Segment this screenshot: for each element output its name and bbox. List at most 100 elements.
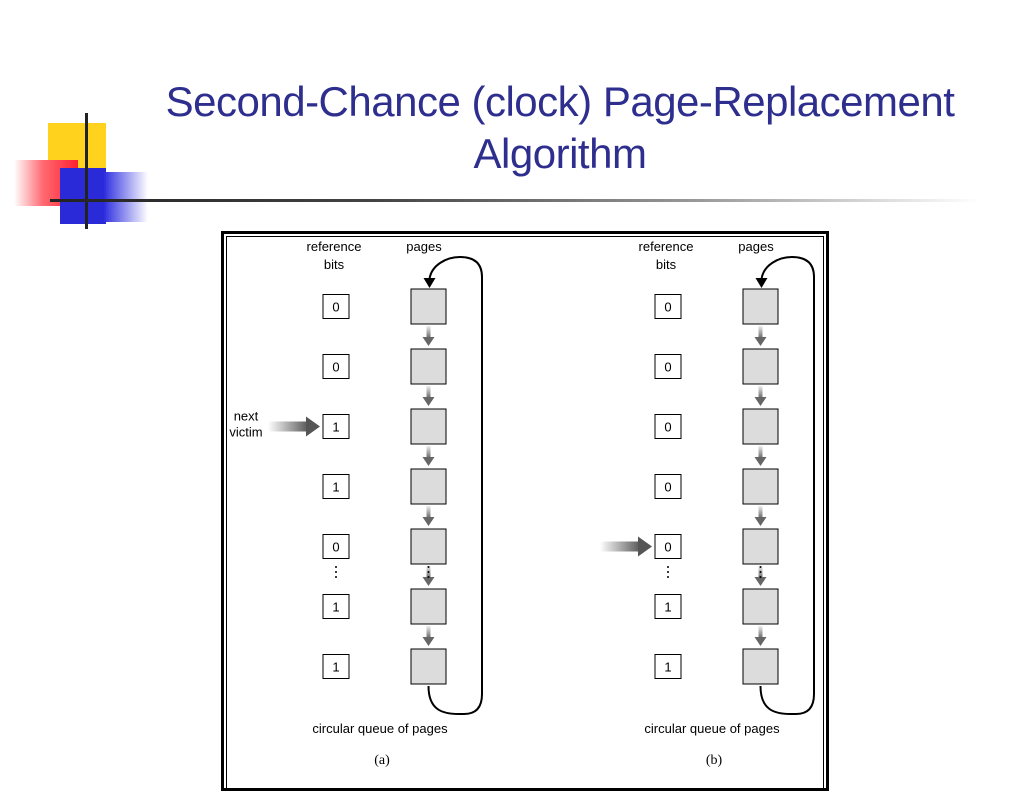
reference-bit-box <box>654 534 682 559</box>
slide-title: Second-Chance (clock) Page-Replacement A… <box>120 76 1000 180</box>
down-arrow-shaft <box>426 326 431 338</box>
reference-bit-box <box>654 474 682 499</box>
down-arrow-shaft <box>426 446 431 458</box>
down-arrow-head <box>422 457 435 466</box>
reference-bit-value: 0 <box>332 360 339 375</box>
reference-bit-value: 0 <box>332 300 339 315</box>
page-box <box>742 408 779 445</box>
circular-loop-arrow <box>427 255 483 715</box>
down-arrow-head <box>754 457 767 466</box>
panel-caption: (b) <box>706 753 723 768</box>
figure-inner-border <box>226 236 824 788</box>
decor-blue-square <box>60 168 106 224</box>
reference-bit-value: 1 <box>664 660 671 675</box>
reference-bit-value: 1 <box>332 600 339 615</box>
bits-ellipsis-dot <box>667 566 669 568</box>
page-box <box>410 648 447 685</box>
reference-bit-box <box>322 594 350 619</box>
page-box <box>742 288 779 325</box>
down-arrow-shaft <box>426 386 431 398</box>
reference-bit-value: 0 <box>332 540 339 555</box>
down-arrow-head <box>754 337 767 346</box>
circular-queue-label: circular queue of pages <box>644 721 780 736</box>
down-arrow-shaft <box>426 506 431 518</box>
reference-bit-value: 0 <box>664 420 671 435</box>
reference-bit-box <box>322 294 350 319</box>
reference-bit-value: 1 <box>664 600 671 615</box>
reference-bits-label-line1: reference <box>639 239 694 254</box>
pages-ellipsis-dot <box>427 566 430 568</box>
reference-bits-label-line1: reference <box>307 239 362 254</box>
next-victim-arrow-head <box>638 536 652 557</box>
pages-ellipsis-dot <box>759 576 762 578</box>
reference-bit-value: 0 <box>664 360 671 375</box>
reference-bit-box <box>322 414 350 439</box>
down-arrow-head <box>422 577 435 586</box>
page-box <box>410 408 447 445</box>
down-arrow-shaft <box>758 386 763 398</box>
pages-ellipsis-dot <box>427 576 430 578</box>
bits-ellipsis-dot <box>667 576 669 578</box>
decor-vertical-line <box>85 113 88 229</box>
down-arrow-shaft <box>758 326 763 338</box>
page-box <box>742 468 779 505</box>
next-victim-arrow-shaft <box>600 541 640 552</box>
page-box <box>742 348 779 385</box>
page-box <box>742 648 779 685</box>
down-arrow-shaft <box>426 626 431 638</box>
reference-bit-box <box>322 474 350 499</box>
down-arrow-head <box>754 517 767 526</box>
reference-bit-box <box>654 414 682 439</box>
panel-a: referencebitspages0011011nextvictimcircu… <box>229 239 483 768</box>
slide-title-line1: Second-Chance (clock) Page-Replacement <box>165 78 955 125</box>
down-arrow-shaft <box>758 506 763 518</box>
next-victim-arrow-head <box>306 416 320 437</box>
down-arrow-head <box>754 577 767 586</box>
pages-label: pages <box>738 239 774 254</box>
pages-ellipsis-dot <box>759 566 762 568</box>
panel-caption: (a) <box>374 753 390 768</box>
reference-bits-label-line2: bits <box>324 257 345 272</box>
bits-ellipsis-dot <box>335 571 337 573</box>
page-box <box>410 588 447 625</box>
circular-loop-arrowhead <box>755 278 768 288</box>
bits-ellipsis-dot <box>335 566 337 568</box>
down-arrow-head <box>422 517 435 526</box>
decor-blue-fade <box>104 172 148 222</box>
down-arrow-head <box>422 397 435 406</box>
down-arrow-head <box>422 337 435 346</box>
pages-label: pages <box>406 239 442 254</box>
down-arrow-shaft <box>758 446 763 458</box>
down-arrow-head <box>754 637 767 646</box>
reference-bit-box <box>654 294 682 319</box>
page-box <box>410 348 447 385</box>
circular-loop-arrow <box>759 255 815 715</box>
reference-bit-box <box>654 354 682 379</box>
down-arrow-shaft <box>758 626 763 638</box>
clock-diagram: referencebitspages0011011nextvictimcircu… <box>229 239 815 768</box>
bits-ellipsis-dot <box>335 576 337 578</box>
down-arrow-head <box>754 397 767 406</box>
reference-bit-box <box>322 654 350 679</box>
page-box <box>410 528 447 565</box>
pages-ellipsis-dot <box>427 571 430 573</box>
next-victim-arrow-shaft <box>268 421 308 432</box>
reference-bit-value: 1 <box>332 480 339 495</box>
reference-bit-value: 0 <box>664 480 671 495</box>
title-underline <box>50 199 980 202</box>
pages-ellipsis-dot <box>759 571 762 573</box>
page-box <box>742 528 779 565</box>
reference-bit-box <box>654 654 682 679</box>
reference-bit-box <box>654 594 682 619</box>
page-box <box>410 468 447 505</box>
reference-bit-box <box>322 534 350 559</box>
reference-bit-box <box>322 354 350 379</box>
page-box <box>410 288 447 325</box>
slide-title-line2: Algorithm <box>473 130 647 177</box>
next-victim-label-line2: victim <box>229 425 262 440</box>
reference-bits-label-line2: bits <box>656 257 677 272</box>
circular-queue-label: circular queue of pages <box>312 721 448 736</box>
reference-bit-value: 1 <box>332 660 339 675</box>
